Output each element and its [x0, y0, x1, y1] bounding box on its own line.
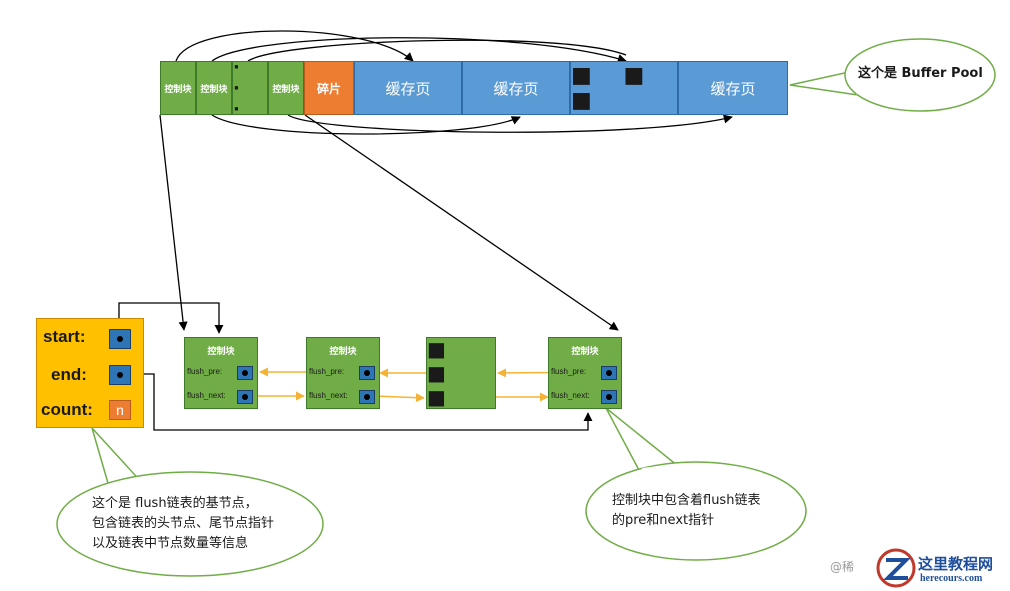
pool-ellipsis-label: · · ·: [233, 56, 246, 120]
flush-list-ellipsis: ■ ■ ■: [427, 337, 456, 409]
pool-control-block-label: 控制块: [200, 84, 228, 95]
flush-next-label: flush_next:: [551, 391, 590, 400]
control-block-callout-line-2: 的pre和next指针: [612, 513, 715, 528]
flush-next-pointer: [237, 390, 253, 404]
start-label: start:: [43, 327, 86, 346]
buffer-pool-callout-bubble: [789, 38, 996, 112]
node-title: 控制块: [329, 347, 357, 357]
flush-next-label: flush_next:: [309, 391, 348, 400]
start-pointer: [109, 329, 131, 349]
flush-pre-label: flush_pre:: [187, 367, 223, 376]
end-pointer: [109, 365, 131, 385]
pool-control-block-label: 控制块: [164, 84, 192, 95]
flush-pre-pointer: [601, 366, 617, 380]
count-value: n: [109, 400, 131, 420]
watermark-prefix: @稀: [830, 560, 855, 574]
flush-list-node-1: 控制块 flush_pre: flush_next:: [184, 337, 258, 409]
flush-next-pointer: [359, 390, 375, 404]
base-node-callout-bubble: [56, 427, 324, 577]
flush-next-pointer: [601, 390, 617, 404]
flush-list-node-2: 控制块 flush_pre: flush_next:: [306, 337, 380, 409]
flush-pre-label: flush_pre:: [551, 367, 587, 376]
buffer-pool-callout-text: 这个是 Buffer Pool: [858, 66, 983, 81]
base-node-callout-text: 这个是 flush链表的基节点， 包含链表的头节点、尾节点指针 以及链表中节点数…: [92, 494, 274, 554]
pool-control-block-ellipsis: · · ·: [232, 57, 268, 120]
end-label: end:: [51, 365, 87, 384]
pool-cache-page-2: 缓存页: [462, 61, 570, 115]
flush-pre-label: flush_pre:: [309, 367, 345, 376]
node-title: 控制块: [571, 347, 599, 357]
pool-control-block-last: 控制块: [268, 61, 304, 115]
pool-control-block-label: 控制块: [272, 84, 300, 95]
pool-cache-page-1: 缓存页: [354, 61, 462, 115]
pool-cache-page-label: 缓存页: [385, 79, 431, 98]
pool-control-block-2: 控制块: [196, 61, 232, 115]
flush-next-label: flush_next:: [187, 391, 226, 400]
control-block-callout-text: 控制块中包含着flush链表 的pre和next指针: [612, 491, 760, 531]
base-node-callout-line-1: 这个是 flush链表的基节点，: [92, 496, 258, 511]
base-node-callout-line-3: 以及链表中节点数量等信息: [92, 536, 249, 551]
watermark-logo-icon: [876, 548, 916, 588]
base-node-callout-line-2: 包含链表的头节点、尾节点指针: [92, 516, 275, 531]
watermark-title: 这里教程网: [918, 555, 994, 573]
pool-fragment: 碎片: [304, 61, 354, 115]
pool-cache-page-last: 缓存页: [678, 61, 788, 115]
pool-cache-page-label: 缓存页: [710, 79, 756, 98]
pool-page-ellipsis-label: ■ ■ ■: [571, 63, 657, 113]
pool-fragment-label: 碎片: [316, 81, 341, 96]
node-title: 控制块: [207, 347, 235, 357]
control-block-callout-bubble: [585, 407, 807, 561]
count-label: count:: [41, 400, 93, 419]
watermark-url: herecours.com: [920, 573, 983, 584]
control-block-callout-line-1: 控制块中包含着flush链表: [612, 493, 761, 508]
flush-pre-pointer: [359, 366, 375, 380]
flush-list-ellipsis-node: ■ ■ ■: [426, 337, 496, 409]
flush-list-node-last: 控制块 flush_pre: flush_next:: [548, 337, 622, 409]
flush-pre-pointer: [237, 366, 253, 380]
flush-base-node: start: end: count: n: [36, 318, 144, 428]
pool-cache-page-ellipsis: ■ ■ ■: [570, 61, 678, 115]
pool-cache-page-label: 缓存页: [493, 79, 539, 98]
pool-control-block-1: 控制块: [160, 61, 196, 115]
